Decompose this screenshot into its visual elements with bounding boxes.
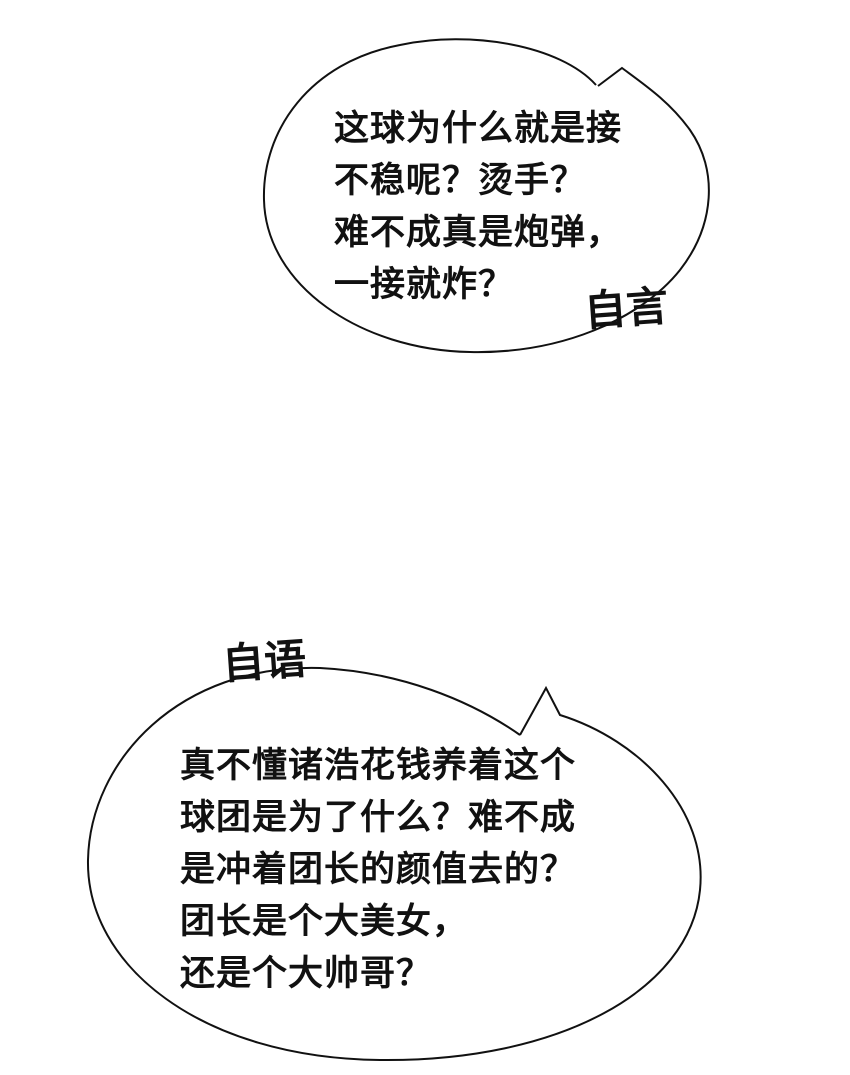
speech-bubble-1-caption: 自言 (582, 281, 670, 336)
speech-bubble-2-text: 真不懂诸浩花钱养着这个 球团是为了什么？难不成 是冲着团长的颜值去的？ 团长是个… (180, 740, 576, 1000)
bubble-2-line-5: 还是个大帅哥？ (180, 954, 433, 994)
speech-bubble-2-caption: 自语 (220, 634, 308, 689)
speech-bubble-1-outline (262, 38, 710, 354)
bubble-2-line-3: 是冲着团长的颜值去的？ (180, 850, 577, 890)
bubble-2-line-2: 球团是为了什么？难不成 (180, 798, 577, 838)
speech-bubble-2-outline (86, 666, 702, 1062)
bubble-1-line-2: 不稳呢？烫手？ (334, 161, 587, 201)
bubble-1-line-4: 一接就炸？ (334, 265, 515, 305)
bubble-1-line-1: 这球为什么就是接 (334, 109, 623, 149)
speech-bubble-1-text: 这球为什么就是接 不稳呢？烫手？ 难不成真是炮弹， 一接就炸？ (334, 103, 622, 311)
bubble-2-line-4: 团长是个大美女， (180, 902, 469, 942)
bubble-1-line-3: 难不成真是炮弹， (334, 213, 623, 253)
bubble-2-line-1: 真不懂诸浩花钱养着这个 (180, 746, 577, 786)
